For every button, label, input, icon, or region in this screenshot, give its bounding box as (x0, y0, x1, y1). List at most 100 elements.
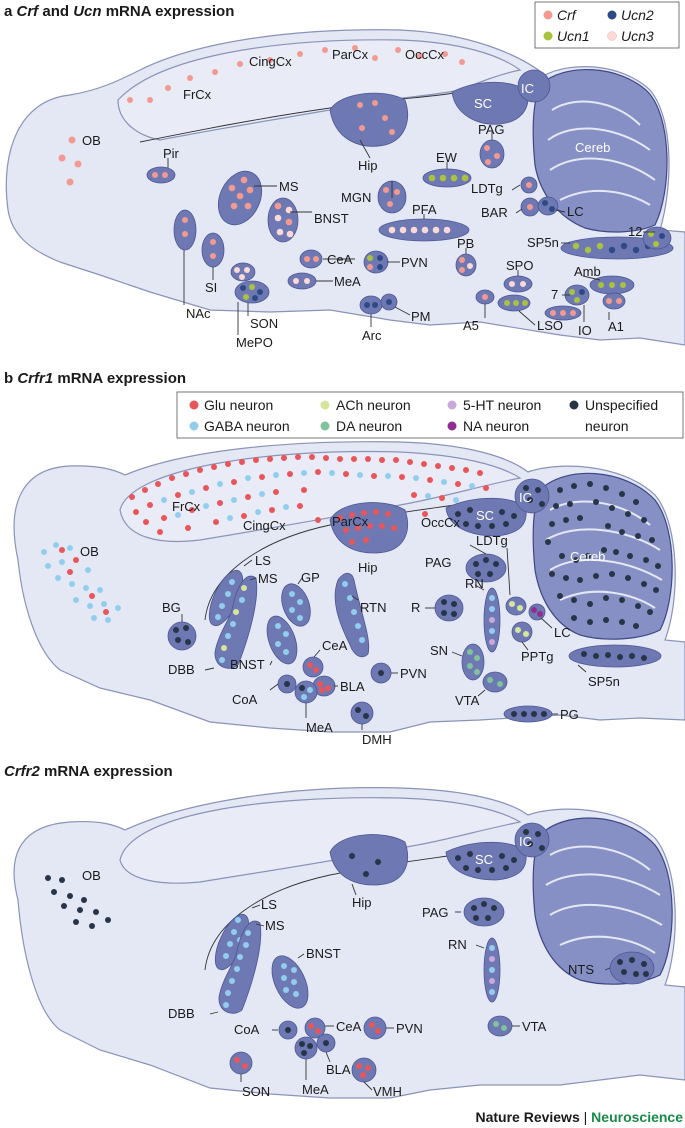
panel-a-cortex-dots (127, 45, 465, 103)
panel-crfr2-title: Crfr2 mRNA expression (4, 763, 173, 780)
label-c-hip: Hip (352, 895, 372, 910)
label-mepo: MePO (236, 335, 273, 350)
label-b-mea: MeA (306, 720, 333, 735)
label-mgn: MGN (341, 190, 371, 205)
label-c-bnst: BNST (306, 946, 341, 961)
label-c-mea: MeA (302, 1082, 329, 1097)
label-c-pag: PAG (422, 905, 449, 920)
label-b-occcx: OccCx (421, 515, 461, 530)
label-cereb: Cereb (575, 140, 610, 155)
label-b-bnst: BNST (230, 657, 265, 672)
label-c-vmh: VMH (373, 1084, 402, 1099)
label-a1: A1 (608, 319, 624, 334)
label-c-sc: SC (475, 852, 493, 867)
label-c-ic: IC (519, 834, 532, 849)
panel-crfr2-labels: SC IC OB Hip LS MS PAG BNST RN NTS DBB C… (82, 834, 594, 1099)
label-ic: IC (521, 81, 534, 96)
label-b-sc: SC (476, 508, 494, 523)
label-lc: LC (567, 204, 584, 219)
label-c-dbb: DBB (168, 1006, 195, 1021)
panel-a-title: a Crf and Ucn mRNA expression (4, 3, 234, 20)
label-b-cingcx: CingCx (243, 518, 286, 533)
label-b-gp: GP (301, 570, 320, 585)
legend-neuron-cont: neuron (585, 418, 629, 434)
panel-a-cerebellum (532, 69, 668, 233)
label-mea: MeA (334, 274, 361, 289)
journal-credit: Nature Reviews | Neuroscience (475, 1109, 683, 1125)
label-b-ic: IC (519, 490, 532, 505)
label-frcx: FrCx (183, 87, 212, 102)
label-cingcx: CingCx (249, 54, 292, 69)
label-b-cea: CeA (322, 638, 348, 653)
panel-b-dark-dots (455, 481, 661, 629)
label-pb: PB (457, 236, 474, 251)
label-b-hip: Hip (358, 560, 378, 575)
label-b-parcx: ParCx (332, 514, 369, 529)
label-lso: LSO (537, 318, 563, 333)
label-pvn: PVN (401, 255, 428, 270)
label-spo: SPO (506, 258, 533, 273)
label-b-ldtg: LDTg (476, 533, 508, 548)
label-cea: CeA (327, 252, 353, 267)
label-c-cea: CeA (336, 1019, 362, 1034)
label-b-dmh: DMH (362, 732, 392, 747)
legend-gaba: GABA neuron (204, 418, 290, 434)
label-a5: A5 (463, 318, 479, 333)
label-pfa: PFA (412, 202, 437, 217)
legend-unspecified: Unspecified (585, 397, 658, 413)
panel-a: a Crf and Ucn mRNA expression Crf Ucn2 U… (4, 1, 685, 350)
label-b-rn: RN (465, 576, 484, 591)
label-pm: PM (411, 309, 431, 324)
label-7: 7 (551, 287, 558, 302)
label-ms: MS (279, 179, 299, 194)
panel-crfr2-nuclei (214, 897, 655, 1083)
label-b-ob: OB (80, 544, 99, 559)
panel-a-legend: Crf Ucn2 Ucn1 Ucn3 (534, 1, 680, 49)
label-io: IO (578, 323, 592, 338)
panel-b-ob-dots (41, 542, 121, 623)
legend-ach: ACh neuron (336, 397, 411, 413)
label-hip: Hip (358, 158, 378, 173)
label-b-sn: SN (430, 643, 448, 658)
label-b-ms: MS (258, 571, 278, 586)
label-b-dbb: DBB (168, 662, 195, 677)
legend-ucn1: Ucn1 (557, 28, 590, 44)
label-ldtg: LDTg (471, 181, 503, 196)
label-c-ls: LS (261, 897, 277, 912)
label-nac: NAc (186, 306, 211, 321)
panel-a-labels: CingCx ParCx OccCx FrCx IC SC Cereb OB P… (82, 47, 642, 350)
label-c-vta: VTA (522, 1019, 547, 1034)
label-sc: SC (474, 96, 492, 111)
label-pir: Pir (163, 146, 180, 161)
legend-da: DA neuron (336, 418, 402, 434)
panel-b-labels: CingCx ParCx OccCx FrCx SC IC OB Hip LDT… (80, 490, 620, 747)
label-b-lc: LC (554, 625, 571, 640)
label-b-pvn: PVN (400, 666, 427, 681)
legend-ucn3: Ucn3 (621, 28, 654, 44)
panel-crfr2-leaders (209, 883, 611, 1091)
label-pag: PAG (478, 122, 505, 137)
label-b-rtn: RTN (360, 600, 386, 615)
panel-b-legend: Glu neuron ACh neuron 5-HT neuron Unspec… (176, 391, 684, 439)
panel-b-cortex-dots (129, 454, 489, 535)
label-c-bla: BLA (326, 1062, 351, 1077)
label-b-r: R (411, 600, 420, 615)
label-c-rn: RN (448, 937, 467, 952)
legend-5ht: 5-HT neuron (463, 397, 541, 413)
legend-na: NA neuron (463, 418, 529, 434)
label-occcx: OccCx (405, 47, 445, 62)
legend-ucn2: Ucn2 (621, 7, 654, 23)
panel-b-leaders (181, 544, 587, 730)
label-b-coa: CoA (232, 692, 258, 707)
panel-crfr2-cerebellum (532, 817, 673, 985)
label-b-pg: PG (560, 707, 579, 722)
legend-crf: Crf (557, 7, 578, 23)
label-ob: OB (82, 133, 101, 148)
panel-crfr2-dark-dots (45, 829, 545, 929)
label-bnst: BNST (314, 211, 349, 226)
label-b-bla: BLA (340, 679, 365, 694)
label-c-son: SON (242, 1084, 270, 1099)
label-arc: Arc (362, 328, 382, 343)
label-b-bg: BG (162, 600, 181, 615)
